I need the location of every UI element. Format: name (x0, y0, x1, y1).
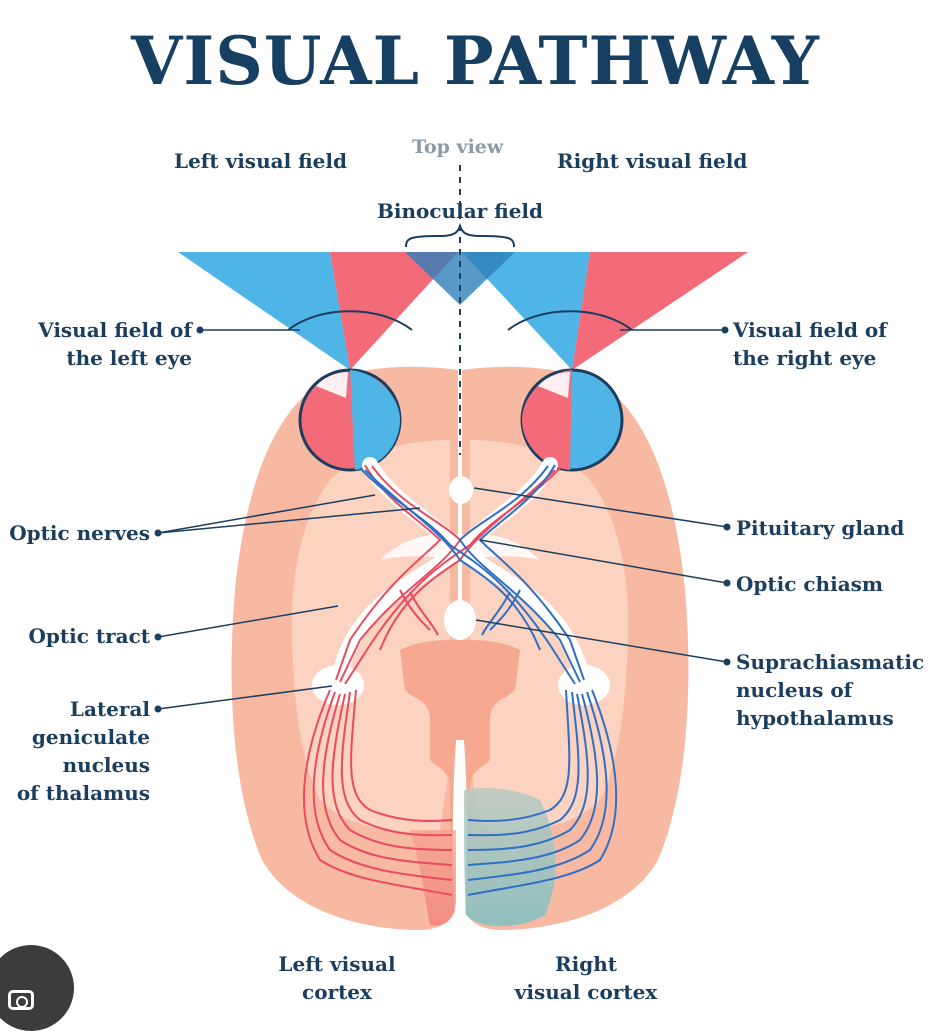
label-suprachiasmatic: Suprachiasmatic nucleus of hypothalamus (736, 650, 925, 730)
leader-lgn (157, 685, 333, 710)
right-eye (520, 368, 624, 472)
leader-optic-tract (157, 605, 339, 638)
label-visual-field-right-eye: Visual field of the right eye (733, 318, 887, 370)
label-lateral-geniculate: Lateral geniculate nucleus of thalamus (16, 697, 150, 805)
label-left-visual-field: Left visual field (174, 149, 347, 173)
left-field-arc (287, 310, 413, 331)
label-right-visual-field: Right visual field (557, 149, 748, 173)
left-eye-field-blue (178, 252, 350, 370)
leader-optic-nerves-b (157, 507, 421, 534)
suprachiasmatic-nucleus (444, 600, 476, 640)
left-eye (298, 368, 402, 472)
brain-inner-right (470, 440, 629, 832)
right-eye-field-red (572, 252, 748, 370)
leader-scn (475, 619, 728, 663)
page-title: VISUAL PATHWAY (131, 22, 820, 100)
right-field-arc (507, 310, 633, 331)
label-optic-chiasm: Optic chiasm (736, 572, 884, 596)
leader-dots (154, 326, 731, 713)
leader-optic-chiasm (479, 539, 728, 584)
leader-pituitary (473, 487, 728, 528)
camera-icon (8, 990, 34, 1010)
right-visual-cortex-region (464, 788, 556, 927)
pituitary-gland (449, 476, 473, 504)
longitudinal-fissure (452, 740, 468, 920)
brain (231, 366, 689, 930)
leader-lines (157, 329, 728, 710)
brain-inner-left (291, 440, 450, 832)
left-eye-field-red (330, 252, 458, 370)
blue-fibers (359, 464, 618, 896)
label-optic-tract: Optic tract (28, 624, 150, 648)
visual-fields (178, 252, 748, 370)
label-visual-field-left-eye: Visual field of the left eye (38, 318, 192, 370)
label-right-visual-cortex: Right visual cortex (514, 952, 658, 1004)
leader-optic-nerves-a (157, 494, 376, 534)
label-optic-nerves: Optic nerves (9, 521, 150, 545)
red-fibers (302, 464, 561, 896)
label-top-view: Top view (412, 136, 504, 158)
label-pituitary-gland: Pituitary gland (736, 516, 905, 540)
label-left-visual-cortex: Left visual cortex (278, 952, 396, 1004)
right-eye-field-blue (462, 252, 590, 370)
label-binocular-field: Binocular field (377, 199, 544, 223)
